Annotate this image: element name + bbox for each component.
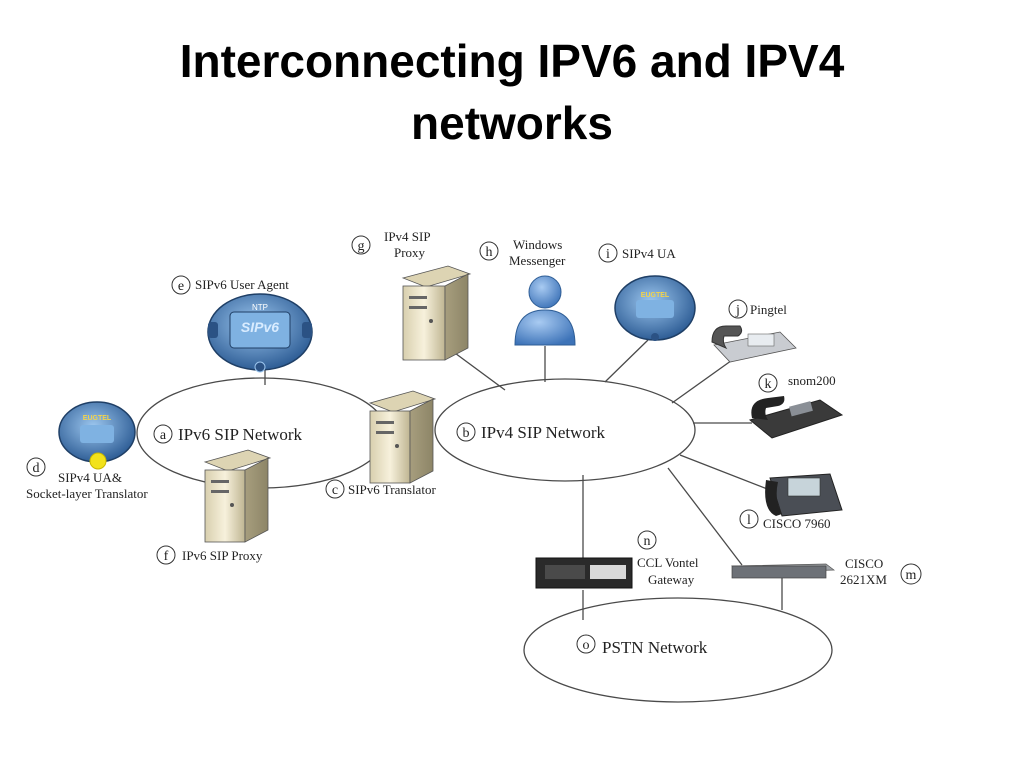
person-icon — [514, 275, 576, 346]
ipv6-proxy-server-icon — [203, 449, 272, 543]
pingtel-phone-icon — [711, 325, 797, 363]
highlight-dot — [89, 452, 107, 470]
title-line-1: Interconnecting IPV6 and IPV4 — [179, 35, 845, 87]
snom200-phone-icon — [748, 396, 844, 439]
pstn-network-label: o PSTN Network — [576, 634, 708, 657]
letter-m: m — [906, 568, 917, 583]
sipv4-ua-socket-translator: EUGTEL d SIPv4 UA& Socket-layer Translat… — [26, 401, 148, 501]
letter-g: g — [358, 239, 365, 254]
sipv6-user-agent-label: SIPv6 User Agent — [195, 277, 289, 292]
letter-e: e — [178, 279, 184, 294]
router-device-icon — [731, 563, 836, 579]
cisco-2621xm-label-1: CISCO — [845, 556, 883, 571]
cisco-7960-phone: l CISCO 7960 — [739, 473, 843, 531]
slide-title: Interconnecting IPV6 and IPV4 networks — [0, 30, 1024, 154]
sipv4-ua-device-icon: EUGTEL — [614, 275, 696, 341]
ipv6-sip-proxy: f IPv6 SIP Proxy — [156, 449, 272, 565]
windows-messenger-label-2: Messenger — [509, 253, 566, 268]
cisco-7960-phone-icon — [765, 473, 843, 517]
sipv6-translator: c SIPv6 Translator — [325, 390, 437, 499]
letter-b: b — [463, 426, 470, 441]
letter-o: o — [583, 638, 590, 653]
snom200-phone: k snom200 — [748, 373, 844, 439]
link-cisco7960 — [679, 454, 771, 491]
cisco-2621xm-router: CISCO 2621XM m — [731, 556, 922, 587]
ipv6-network-label: a IPv6 SIP Network — [153, 424, 303, 444]
ipv4-proxy-server-icon — [401, 265, 472, 361]
windows-messenger: h Windows Messenger — [479, 237, 576, 346]
sipv4-ua-label: SIPv4 UA — [622, 246, 676, 261]
windows-messenger-label-1: Windows — [513, 237, 562, 252]
ipv6-sip-proxy-label: IPv6 SIP Proxy — [182, 548, 263, 563]
translator-server-icon — [368, 390, 437, 484]
sipv6-user-agent: e SIPv6 User Agent NTP SIPv6 — [171, 275, 313, 373]
letter-d: d — [33, 461, 40, 476]
letter-i: i — [606, 247, 610, 262]
pingtel-label: Pingtel — [750, 302, 787, 317]
link-cisco2621 — [667, 467, 743, 566]
sipv4-ua: i SIPv4 UA EUGTEL — [598, 243, 696, 341]
letter-k: k — [765, 377, 772, 392]
sipv6-ua-subtext: NTP — [252, 303, 268, 312]
snom200-label: snom200 — [788, 373, 836, 388]
link-pingtel — [671, 357, 736, 404]
link-ua-i — [604, 339, 649, 383]
sipv6-translator-label: SIPv6 Translator — [348, 482, 436, 497]
ipv6-network-text: IPv6 SIP Network — [178, 425, 303, 444]
cisco-2621xm-label-2: 2621XM — [840, 572, 887, 587]
connection-lines — [264, 339, 783, 620]
sipv4-ua-socket-label-2: Socket-layer Translator — [26, 486, 148, 501]
ipv4-sip-proxy-label-1: IPv4 SIP — [384, 229, 431, 244]
sipv6-ua-device-icon: NTP SIPv6 — [207, 293, 313, 373]
pstn-network-text: PSTN Network — [602, 638, 708, 657]
sipv4-ua-socket-label-1: SIPv4 UA& — [58, 470, 122, 485]
sipv4-ua-brand: EUGTEL — [641, 292, 670, 299]
letter-n: n — [644, 534, 651, 549]
gateway-device-icon — [535, 557, 633, 589]
letter-a: a — [160, 428, 167, 443]
cisco-7960-label: CISCO 7960 — [763, 516, 831, 531]
ccl-vontel-gateway: n CCL Vontel Gateway — [535, 530, 699, 589]
letter-j: j — [735, 303, 740, 318]
letter-c: c — [332, 483, 338, 498]
sipv6-ua-screen-text: SIPv6 — [241, 319, 279, 335]
title-line-2: networks — [411, 97, 613, 149]
letter-h: h — [486, 245, 493, 260]
ipv4-network-ellipse — [434, 378, 696, 482]
letter-f: f — [164, 549, 169, 564]
ipv4-sip-proxy: g IPv4 SIP Proxy — [351, 229, 472, 361]
ccl-vontel-label-2: Gateway — [648, 572, 695, 587]
ipv4-sip-proxy-label-2: Proxy — [394, 245, 426, 260]
ccl-vontel-label-1: CCL Vontel — [637, 555, 699, 570]
pingtel-phone: j Pingtel — [711, 299, 797, 363]
ipv4-network-label: b IPv4 SIP Network — [456, 422, 606, 442]
sipv4-ua-left-brand: EUGTEL — [83, 415, 112, 422]
sipv4-ua-left-device-icon: EUGTEL — [58, 401, 136, 470]
pstn-network-ellipse — [523, 597, 833, 703]
letter-l: l — [747, 513, 751, 528]
ipv4-network-text: IPv4 SIP Network — [481, 423, 606, 442]
